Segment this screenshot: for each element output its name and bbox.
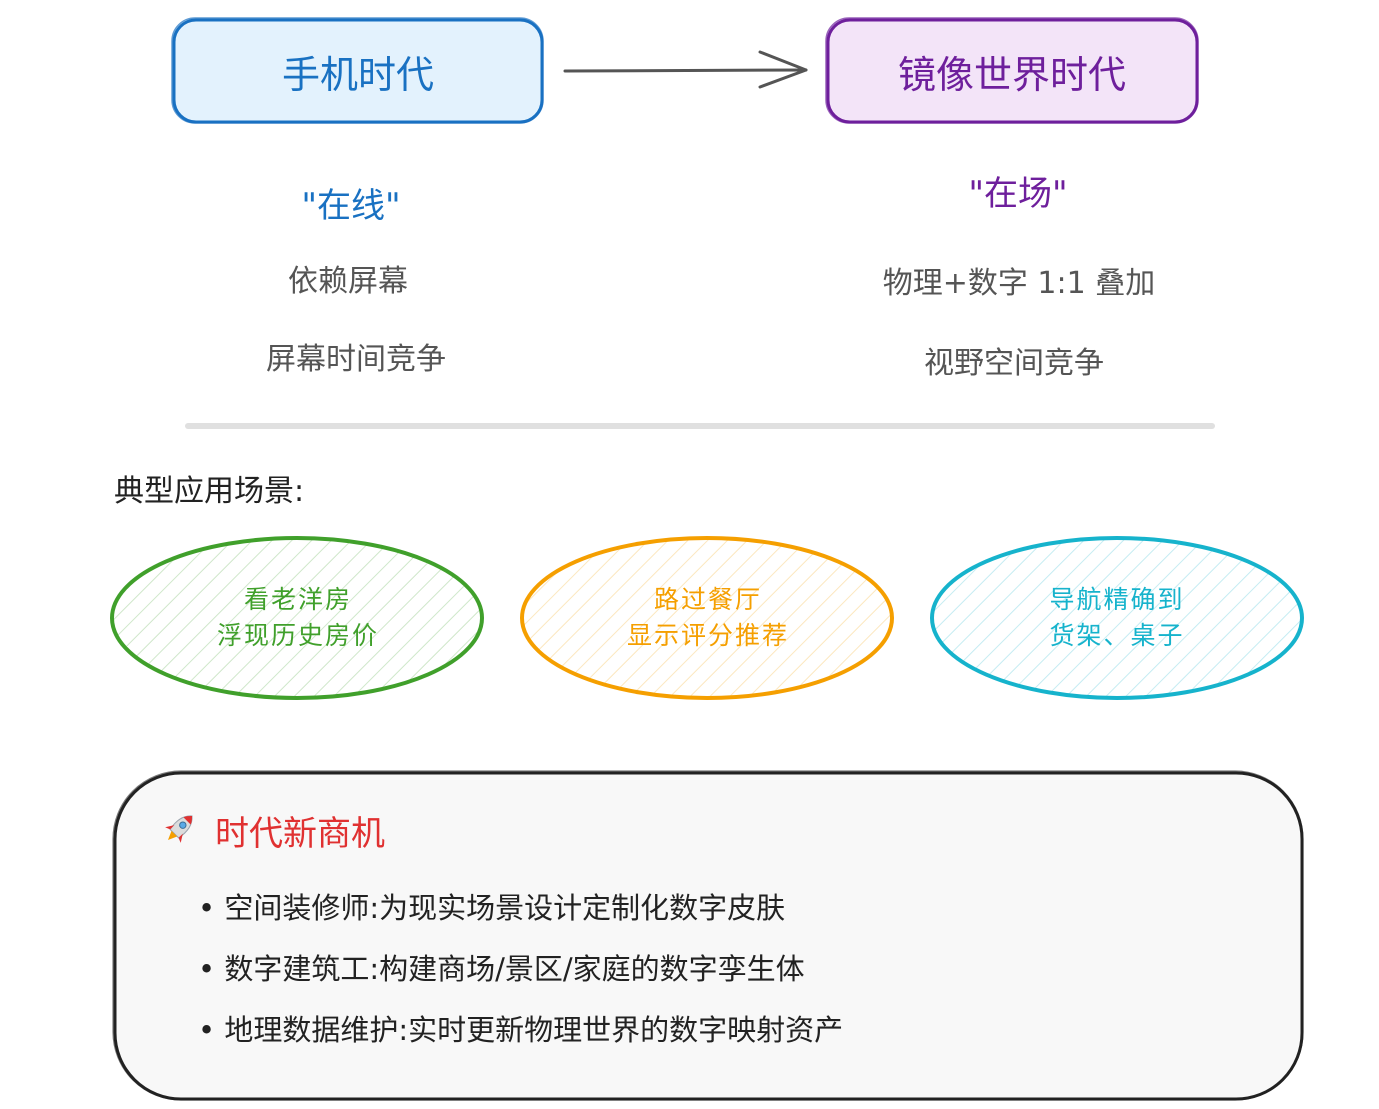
- opportunity-item-space-decorator: • 空间装修师:为现实场景设计定制化数字皮肤: [198, 891, 786, 925]
- opportunity-item-geo-data-maintainer: • 地理数据维护:实时更新物理世界的数字映射资产: [198, 1013, 844, 1047]
- rocket-icon: [165, 815, 193, 843]
- scene-ellipse-navigation: [930, 536, 1304, 700]
- mirror-world-era-label: 镜像世界时代: [897, 53, 1127, 97]
- scene-ellipse-restaurant: [520, 536, 894, 700]
- mirror-era-line-2: 视野空间竞争: [924, 346, 1104, 381]
- scenes-title: 典型应用场景:: [114, 474, 305, 509]
- phone-era-line-2: 屏幕时间竞争: [266, 342, 446, 377]
- phone-era-label: 手机时代: [281, 53, 435, 97]
- scene-old-house-line-1: 看老洋房: [243, 585, 353, 614]
- presence-keyword: "在场": [968, 174, 1068, 214]
- transition-arrow: [563, 50, 808, 89]
- scene-restaurant-text: 路过餐厅 显示评分推荐: [627, 582, 789, 654]
- scene-restaurant-line-2: 显示评分推荐: [626, 621, 790, 650]
- opportunities-panel: [112, 770, 1304, 1101]
- scene-restaurant-line-1: 路过餐厅: [653, 585, 763, 614]
- scene-navigation-line-2: 货架、桌子: [1049, 621, 1185, 650]
- mirror-world-era-box: [825, 17, 1199, 124]
- phone-era-line-1: 依赖屏幕: [288, 264, 408, 299]
- opportunities-title: 时代新商机: [215, 814, 385, 854]
- online-keyword: "在线": [301, 186, 401, 226]
- scene-old-house-line-2: 浮现历史房价: [216, 621, 380, 650]
- phone-era-box: [171, 17, 544, 124]
- scene-navigation-text: 导航精确到 货架、桌子: [1049, 582, 1184, 654]
- mirror-era-line-1: 物理+数字 1:1 叠加: [882, 266, 1156, 301]
- scene-old-house-text: 看老洋房 浮现历史房价: [217, 582, 379, 654]
- scene-ellipse-old-house: [110, 536, 484, 700]
- scene-navigation-line-1: 导航精确到: [1049, 585, 1185, 614]
- opportunity-item-digital-builder: • 数字建筑工:构建商场/景区/家庭的数字孪生体: [198, 952, 805, 986]
